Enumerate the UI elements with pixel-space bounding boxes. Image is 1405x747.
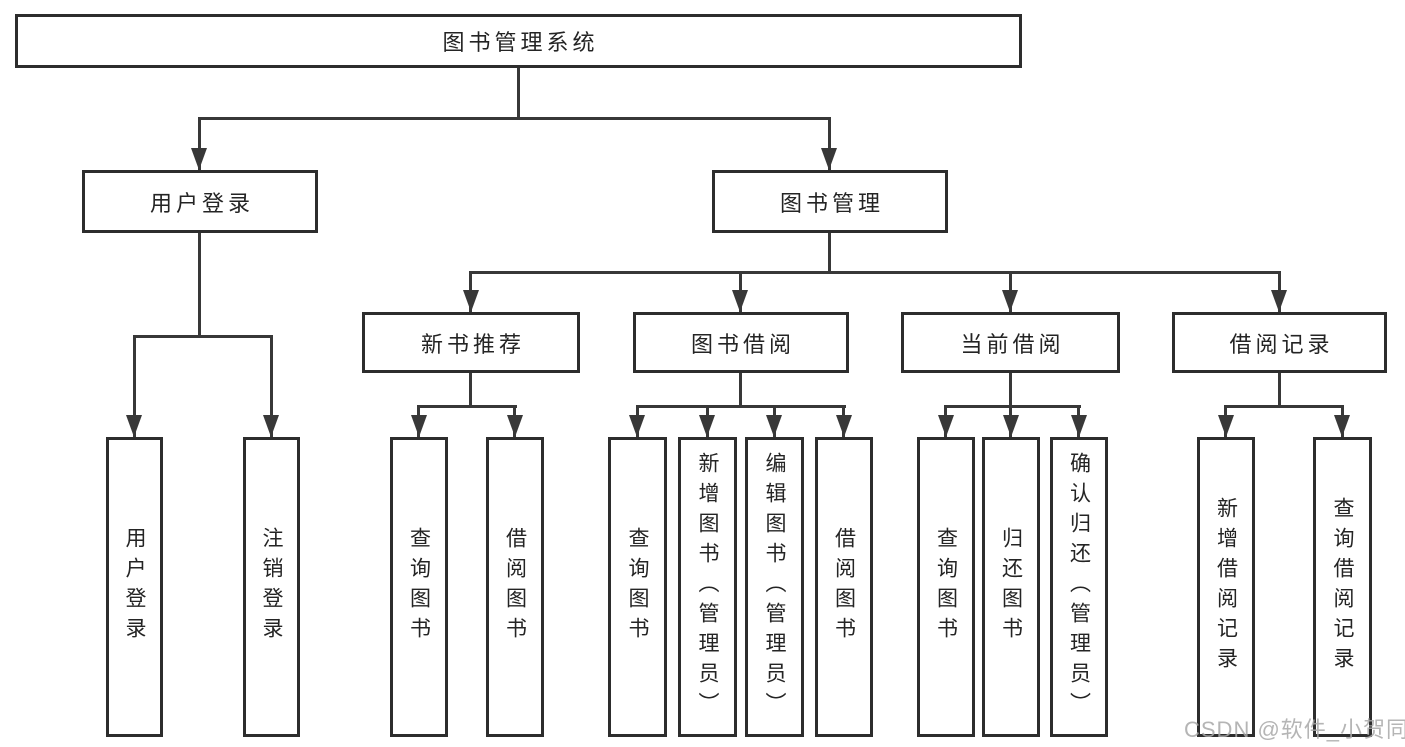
watermark-text: CSDN @软件_小贺同学 [1184,717,1405,742]
leaf-add-borrowing-record: 新增借阅记录 [1197,437,1255,737]
arrow-down-icon [836,415,852,437]
node-label: 图书管理系统 [442,30,599,55]
leaf-label: 查询图书 [626,527,650,647]
leaf-query-books-current: 查询图书 [917,437,975,737]
node-label: 当前借阅 [960,331,1065,357]
connector-group-split [417,405,517,408]
arrow-down-icon [821,148,837,170]
leaf-label: 新增图书（管理员） [696,452,720,722]
arrow-down-icon [1002,290,1018,312]
leaf-return-book: 归还图书 [982,437,1040,737]
leaf-borrow-books-borrowing: 借阅图书 [815,437,873,737]
connector-book-mgmt-split [469,271,1281,274]
node-new-book-recommendation: 新书推荐 [362,312,580,373]
leaf-add-book-admin: 新增图书（管理员） [678,437,737,737]
node-label: 图书借阅 [690,331,795,357]
leaf-query-borrowing-record: 查询借阅记录 [1313,437,1372,737]
arrow-down-icon [699,415,715,437]
leaf-query-books-borrowing: 查询图书 [608,437,667,737]
connector-user-login-split [133,335,273,338]
node-book-borrowing: 图书借阅 [633,312,849,373]
connector-group-stem [469,373,472,408]
leaf-edit-book-admin: 编辑图书（管理员） [745,437,804,737]
leaf-label: 查询图书 [934,527,958,647]
node-borrowing-records: 借阅记录 [1172,312,1387,373]
arrow-down-icon [411,415,427,437]
leaf-label: 编辑图书（管理员） [763,452,787,722]
arrow-down-icon [1003,415,1019,437]
leaf-label: 用户登录 [123,527,147,647]
arrow-down-icon [507,415,523,437]
arrow-down-icon [1271,290,1287,312]
arrow-down-icon [732,290,748,312]
arrow-down-icon [1334,415,1350,437]
arrow-down-icon [1218,415,1234,437]
node-user-login: 用户登录 [82,170,318,233]
leaf-label: 借阅图书 [503,527,527,647]
connector-group-split [1224,405,1344,408]
connector-user-login-drop [198,117,201,170]
leaf-borrow-books-recommend: 借阅图书 [486,437,544,737]
arrow-down-icon [126,415,142,437]
leaf-label: 借阅图书 [832,527,856,647]
node-label: 图书管理 [779,190,884,216]
connector-root-split [198,117,831,120]
node-library-management-system: 图书管理系统 [15,14,1022,68]
leaf-user-login: 用户登录 [106,437,163,737]
leaf-query-books-recommend: 查询图书 [390,437,448,737]
leaf-logout-login: 注销登录 [243,437,300,737]
leaf-label: 注销登录 [260,527,284,647]
leaf-label: 查询借阅记录 [1331,497,1355,677]
connector-root-stem [517,68,520,118]
node-book-management: 图书管理 [712,170,948,233]
arrow-down-icon [463,290,479,312]
connector-book-mgmt-stem [828,233,831,274]
arrow-down-icon [263,415,279,437]
leaf-label: 新增借阅记录 [1214,497,1238,677]
node-label: 借阅记录 [1229,331,1334,357]
connector-group-split [944,405,1081,408]
connector-book-mgmt-drop [828,117,831,170]
leaf-confirm-return-admin: 确认归还（管理员） [1050,437,1108,737]
connector-group-stem [1278,373,1281,408]
connector-group-stem [1009,373,1012,408]
arrow-down-icon [1071,415,1087,437]
node-label: 新书推荐 [420,331,525,357]
connector-leaf-drop [133,335,136,437]
connector-leaf-drop [270,335,273,437]
connector-group-stem [739,373,742,408]
node-label: 用户登录 [149,190,254,216]
leaf-label: 确认归还（管理员） [1067,452,1091,722]
arrow-down-icon [629,415,645,437]
arrow-down-icon [766,415,782,437]
arrow-down-icon [938,415,954,437]
leaf-label: 归还图书 [999,527,1023,647]
connector-group-split [636,405,846,408]
node-current-borrowing: 当前借阅 [901,312,1120,373]
arrow-down-icon [191,148,207,170]
connector-user-login-stem [198,233,201,338]
leaf-label: 查询图书 [407,527,431,647]
